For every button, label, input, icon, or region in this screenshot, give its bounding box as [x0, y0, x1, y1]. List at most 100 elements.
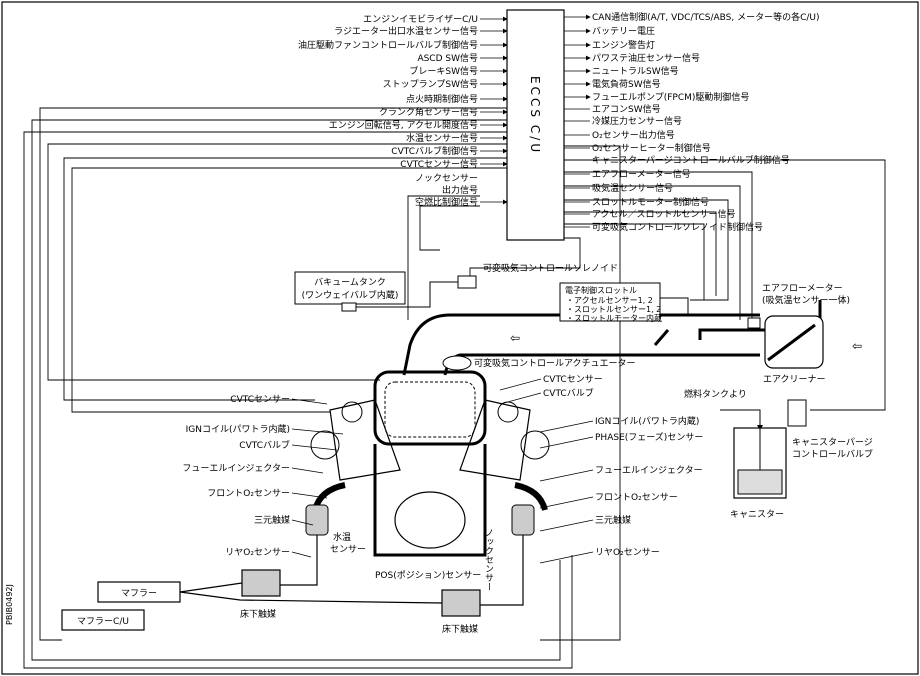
floor-cat-label-2: 床下触媒	[442, 623, 478, 635]
left-signal-list: エンジンイモビライザーC/Uラジエーター出口水温センサー信号油圧駆動ファンコント…	[298, 14, 508, 208]
engine-right-leader	[499, 392, 542, 405]
left-signal-label: ストップランプSW信号	[383, 78, 478, 90]
eccs-control-unit: ECCS C/U	[506, 9, 565, 241]
left-signal-label: エンジンイモビライザーC/U	[363, 14, 478, 25]
vacuum-tank-sub: (ワンウェイバルブ内蔵)	[302, 289, 399, 301]
right-signal-label: O₂センサー出力信号	[592, 129, 675, 141]
right-signal-label: パワステ油圧センサー信号	[592, 52, 700, 64]
ecu-sub: C/U	[528, 125, 542, 155]
engine-left-label: フューエルインジェクター	[182, 463, 290, 474]
engine-right-label: IGNコイル(パワトラ内蔵)	[595, 415, 699, 427]
variable-intake-solenoid: 可変吸気コントロールソレノイド	[457, 262, 618, 289]
exhaust-system	[61, 535, 524, 631]
left-signal-label: CVTCバルブ制御信号	[391, 145, 478, 157]
engine-left-leader	[291, 444, 338, 451]
right-signal-label: 冷媒圧力センサー信号	[592, 115, 682, 127]
right-signal-label: バッテリー電圧	[592, 26, 655, 37]
engine-center-labels: 水温 センサー ノックセンサー POS(ポジション)センサー	[330, 528, 494, 591]
right-signal-label: 電気負荷SW信号	[592, 78, 661, 90]
engine-left-leader	[291, 467, 324, 474]
engine-left-leader	[291, 492, 328, 499]
engine-left-label: CVTCセンサー	[230, 394, 290, 405]
muffler-cu-label: マフラーC/U	[77, 616, 129, 627]
engine-left-label: CVTCバルブ	[239, 439, 290, 451]
afm-sub: (吸気温センサー一体)	[762, 294, 850, 306]
throttle-item-1: ・アクセルセンサー1, 2	[566, 296, 653, 305]
left-signal-label: クランク角センサー信号	[379, 106, 478, 118]
v6-engine	[305, 370, 550, 557]
right-harness-lines	[469, 145, 886, 641]
engine-right-label: 三元触媒	[595, 514, 631, 526]
engine-left-leader	[291, 398, 328, 405]
left-signal-label: 点火時期制御信号	[406, 93, 478, 105]
engine-right-leader	[539, 436, 594, 449]
muffler-label: マフラー	[121, 588, 157, 599]
right-signal-label: エアコンSW信号	[592, 103, 661, 115]
solenoid-label: 可変吸気コントロールソレノイド	[483, 262, 618, 274]
left-signal-label: ノックセンサー	[415, 173, 478, 184]
left-signal-label: 出力信号	[442, 184, 478, 196]
left-signal-label: エンジン回転信号, アクセル開度信号	[329, 119, 478, 131]
air-cleaner-label: エアクリーナー	[763, 374, 826, 385]
water-temp-label-2: センサー	[330, 544, 366, 555]
air-inlet-arrow: ⇦	[852, 339, 862, 353]
left-signal-label: ラジエーター出口水温センサー信号	[334, 25, 478, 37]
vacuum-tank: バキュームタンク (ワンウェイバルブ内蔵)	[294, 271, 458, 312]
right-signal-list: CAN通信制御(A/T, VDC/TCS/ABS, メーター等の各C/U) バッテ…	[564, 11, 820, 233]
right-signal-label: ニュートラルSW信号	[592, 65, 679, 77]
left-signal-label: ASCD SW信号	[417, 52, 478, 64]
engine-left-label: IGNコイル(パワトラ内蔵)	[186, 423, 290, 435]
figure-code: PBIB0492J	[5, 584, 14, 625]
ecu-name: ECCS	[528, 76, 542, 120]
right-signal-label: 可変吸気コントロールソレノイド制御信号	[592, 221, 763, 233]
purge-valve-sub: コントロールバルブ	[792, 448, 873, 460]
electronic-throttle: 電子制御スロットル ・アクセルセンサー1, 2 ・スロットルセンサー1, 2 ・…	[559, 282, 689, 346]
engine-right-leader	[539, 496, 594, 509]
throttle-item-2: ・スロットルセンサー1, 2	[566, 305, 661, 314]
engine-left-labels: CVTCセンサー IGNコイル(パワトラ内蔵) CVTCバルブフューエルインジェクタ…	[182, 394, 344, 558]
left-signal-label: ブレーキSW信号	[409, 65, 478, 77]
engine-right-labels: CVTCセンサーCVTCバルブIGNコイル(パワトラ内蔵)PHASE(フェーズ)…	[499, 374, 703, 564]
engine-left-leader	[291, 428, 344, 435]
right-signal-label: CAN通信制御(A/T, VDC/TCS/ABS, メーター等の各C/U)	[592, 11, 820, 23]
engine-left-label: 三元触媒	[254, 514, 290, 526]
engine-right-leader	[539, 551, 594, 564]
throttle-item-3: ・スロットルモーター内蔵	[566, 313, 662, 323]
fuel-tank-label: 燃料タンクより	[684, 388, 747, 400]
engine-right-leader	[539, 519, 594, 532]
canister-system: 燃料タンクより キャニスターパージ コントロールバルブ キャニスター	[684, 388, 873, 520]
left-signal-label: 油圧駆動ファンコントロールバルブ制御信号	[298, 39, 478, 51]
throttle-label: 電子制御スロットル	[565, 285, 637, 295]
actuator-label: 可変吸気コントロールアクチュエーター	[474, 357, 636, 369]
engine-right-label: PHASE(フェーズ)センサー	[595, 431, 703, 443]
air-cleaner: エアクリーナー ⇦	[763, 315, 862, 385]
intake-actuator: 可変吸気コントロールアクチュエーター	[442, 355, 636, 371]
right-signal-label: エアフローメーター信号	[592, 168, 691, 180]
engine-right-leader	[539, 469, 594, 482]
engine-left-label: リヤO₂センサー	[225, 547, 290, 558]
engine-left-label: フロントO₂センサー	[207, 488, 290, 499]
engine-right-leader	[539, 420, 594, 433]
floor-cat-label-1: 床下触媒	[240, 608, 276, 620]
right-signal-label: 吸気温センサー信号	[592, 182, 673, 194]
pos-sensor-label: POS(ポジション)センサー	[375, 570, 481, 581]
engine-left-leader	[291, 519, 314, 526]
engine-right-label: フューエルインジェクター	[595, 465, 703, 476]
engine-right-label: CVTCバルブ	[543, 387, 594, 399]
engine-right-label: リヤO₂センサー	[595, 547, 660, 558]
purge-valve-label: キャニスターパージ	[792, 437, 873, 448]
engine-left-leader	[291, 551, 312, 558]
left-signal-label: CVTCセンサー信号	[400, 158, 478, 170]
left-harness-lines	[23, 107, 573, 669]
left-signal-label: 水温センサー信号	[406, 132, 478, 144]
air-flow-meter: エアフローメーター (吸気温センサー一体)	[747, 283, 850, 329]
right-signal-label: エンジン警告灯	[592, 39, 655, 51]
engine-right-leader	[499, 378, 542, 391]
right-signal-label: O₂センサーヒーター制御信号	[592, 142, 711, 154]
right-signal-label: スロットルモーター制御信号	[592, 196, 709, 208]
engine-right-label: フロントO₂センサー	[595, 492, 678, 503]
right-signal-label: アクセル／スロットルセンサー信号	[592, 208, 736, 220]
water-temp-label: 水温	[333, 531, 351, 543]
